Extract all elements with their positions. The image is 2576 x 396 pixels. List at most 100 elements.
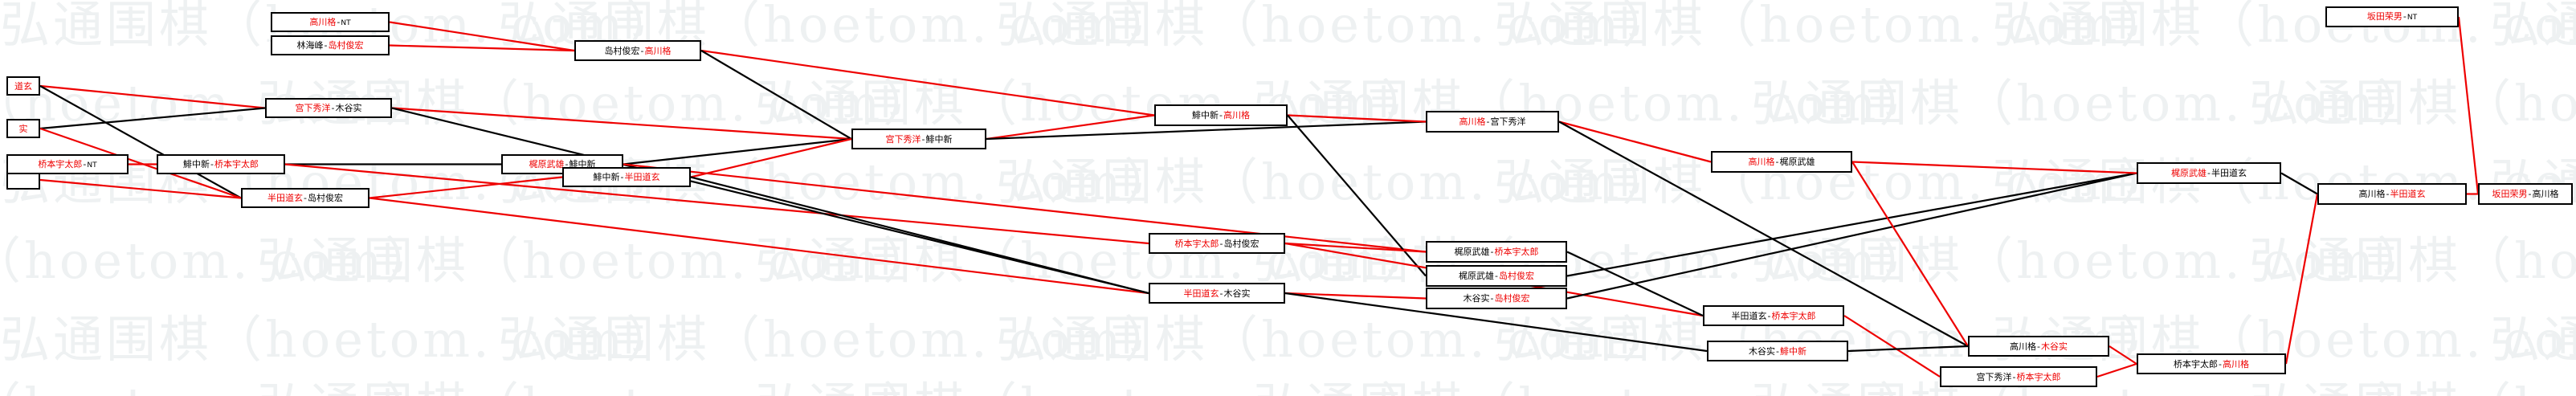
match-node[interactable]: 鯡中新-高川格	[1154, 104, 1288, 126]
match-node[interactable]: 高川格-半田道玄	[2317, 183, 2467, 205]
winner-connector	[391, 107, 852, 141]
match-winner-name: 高川格	[1223, 110, 1250, 120]
match-loser-name: 半田道玄	[2211, 168, 2247, 178]
loser-connector	[1566, 172, 2137, 277]
match-node[interactable]: 梶原武雄-桥本宇太郎	[1426, 241, 1567, 263]
match-node[interactable]: 高川格-NT	[271, 12, 390, 32]
match-node[interactable]: 木谷实-鯡中新	[1707, 341, 1848, 361]
match-node[interactable]: 鯡中新-半田道玄	[562, 167, 691, 187]
match-winner-name: 鯡中新	[1779, 345, 1806, 357]
match-separator: -	[331, 103, 335, 113]
match-loser-name: 鯡中新	[593, 172, 620, 182]
match-separator: -	[1776, 345, 1779, 357]
match-node[interactable]: 宫下秀洋-木谷实	[265, 98, 392, 118]
match-separator: -	[1219, 288, 1223, 299]
match-node[interactable]: 木谷实-岛村俊宏	[1426, 288, 1567, 309]
match-separator: -	[565, 159, 569, 169]
match-node[interactable]: 宫下秀洋-鯡中新	[851, 129, 986, 149]
match-bye-label: NT	[341, 18, 351, 27]
loser-connector	[1566, 172, 2137, 300]
winner-connector	[1558, 120, 1712, 163]
winner-connector	[1284, 292, 1427, 300]
match-loser-name: 鯡中新	[569, 159, 596, 169]
match-separator: -	[1486, 116, 1490, 127]
match-loser-name: 木谷实	[1223, 288, 1251, 299]
loser-connector	[1847, 345, 1969, 353]
match-node[interactable]: 林海峰-岛村俊宏	[271, 35, 390, 55]
winner-connector	[39, 127, 242, 199]
match-loser-name: 半田道玄	[1731, 310, 1767, 321]
loser-connector	[1287, 114, 1427, 277]
match-loser-name: 高川格	[2532, 189, 2559, 199]
match-separator: -	[337, 16, 341, 27]
loser-connector	[39, 85, 242, 199]
match-winner-name: 梶原武雄	[2171, 168, 2207, 178]
match-loser-name: 岛村俊宏	[307, 193, 343, 203]
match-winner-name: 梶原武雄	[529, 159, 565, 169]
winner-connector	[369, 197, 1149, 295]
winner-connector	[700, 49, 1155, 116]
match-winner-name: 实	[18, 123, 28, 134]
match-node[interactable]: 道玄	[6, 76, 40, 96]
winner-connector	[623, 163, 1427, 253]
winner-connector	[986, 114, 1155, 141]
match-winner-name: 高川格	[2222, 358, 2249, 369]
match-node[interactable]: 高川格-宫下秀洋	[1426, 111, 1559, 133]
match-node[interactable]: 桥本宇太郎-岛村俊宏	[1149, 233, 1285, 254]
match-node[interactable]: 半田道玄-木谷实	[1149, 283, 1285, 304]
match-winner-name: 桥本宇太郎	[214, 159, 259, 169]
match-node[interactable]: 坂田荣男-高川格	[2478, 183, 2573, 205]
match-winner-name: 桥本宇太郎	[1494, 247, 1539, 257]
match-winner-name: 岛村俊宏	[1498, 271, 1534, 281]
match-separator: -	[2012, 371, 2016, 382]
match-loser-name: 梶原武雄	[1454, 247, 1490, 257]
loser-connector	[39, 107, 266, 130]
loser-connector	[690, 176, 1149, 295]
winner-connector	[39, 178, 242, 199]
winner-connector	[1851, 161, 2137, 174]
match-separator: -	[1495, 271, 1498, 281]
match-node[interactable]: 宫下秀洋-桥本宇太郎	[1940, 366, 2097, 387]
match-node[interactable]: 岛村俊宏-高川格	[574, 40, 701, 61]
match-loser-name: 鯡中新	[1192, 110, 1219, 120]
match-separator: -	[324, 40, 328, 51]
match-winner-name: 木谷实	[2040, 341, 2068, 352]
match-node[interactable]: 坂田荣男-NT	[2325, 6, 2459, 27]
match-separator: -	[1775, 157, 1779, 167]
match-separator: -	[2528, 189, 2532, 199]
match-loser-name: 岛村俊宏	[1223, 238, 1259, 249]
match-node[interactable]: 半田道玄-桥本宇太郎	[1703, 305, 1844, 326]
match-separator: -	[620, 172, 624, 182]
winner-connector	[690, 137, 852, 178]
match-separator: -	[2219, 358, 2222, 369]
match-winner-name: 宫下秀洋	[885, 133, 921, 145]
match-separator: -	[1490, 247, 1494, 257]
match-winner-name: 坂田荣男	[2366, 11, 2402, 22]
match-node[interactable]: 实	[6, 119, 40, 138]
match-winner-name: 坂田荣男	[2492, 189, 2528, 199]
match-node[interactable]: 高川格-梶原武雄	[1711, 151, 1852, 173]
winner-connector	[369, 176, 563, 199]
match-node[interactable]: 桥本宇太郎-高川格	[2137, 353, 2286, 374]
match-separator: -	[304, 193, 307, 203]
match-loser-name: 宫下秀洋	[1976, 371, 2012, 382]
match-separator: -	[2386, 189, 2390, 199]
match-loser-name: 鯡中新	[183, 159, 210, 169]
match-bye-label: NT	[2407, 14, 2418, 22]
match-node[interactable]: 半田道玄-岛村俊宏	[241, 188, 369, 208]
loser-connector	[700, 50, 852, 140]
winner-connector	[2284, 194, 2319, 365]
match-loser-name: 桥本宇太郎	[2174, 358, 2218, 369]
loser-connector	[1558, 120, 1969, 347]
match-node[interactable]: 梶原武雄-岛村俊宏	[1426, 265, 1567, 287]
match-node[interactable]: 桥本宇太郎-NT	[6, 154, 129, 174]
match-node[interactable]: 高川格-木谷实	[1968, 336, 2109, 357]
match-loser-name: 木谷实	[335, 103, 362, 113]
match-winner-name: 高川格	[1459, 116, 1486, 127]
match-node[interactable]: 梶原武雄-半田道玄	[2137, 162, 2281, 184]
match-node[interactable]: 鯡中新-桥本宇太郎	[157, 154, 285, 174]
match-winner-name: 宫下秀洋	[295, 103, 331, 113]
match-loser-name: 梶原武雄	[1459, 271, 1494, 281]
